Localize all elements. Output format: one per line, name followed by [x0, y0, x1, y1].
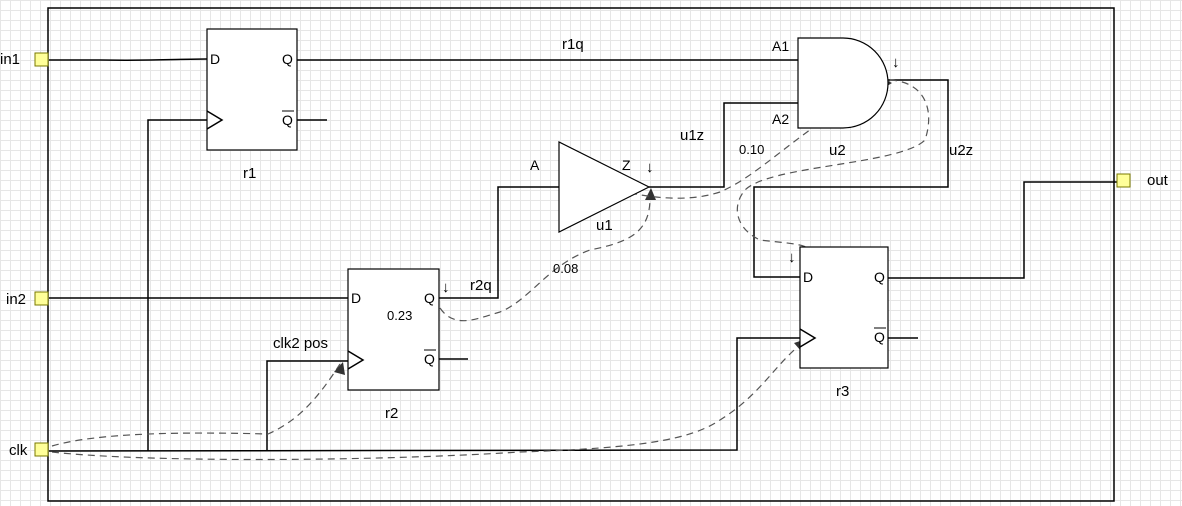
net-label-u2z: u2z: [949, 142, 973, 159]
timing-path-r2q-u1: [439, 197, 651, 322]
r3-q-pin-label: Q: [874, 269, 885, 285]
down-arrow-icon: ↓: [442, 279, 450, 296]
r1-clock-triangle: [206, 110, 224, 130]
u1-z-pin-label: Z: [622, 157, 631, 173]
timing-paths: [51, 77, 930, 461]
wire-clk-r1: [147, 119, 207, 451]
u2-a1-pin-label: A1: [772, 38, 789, 54]
u1-a-pin-label: A: [530, 157, 540, 173]
wire-out: [888, 181, 1117, 279]
delay-label-r2: 0.23: [387, 308, 412, 323]
u2-instance-label: u2: [829, 142, 846, 159]
r2-clock-triangle: [347, 350, 365, 370]
port-out-label: out: [1147, 172, 1169, 189]
r1-instance-label: r1: [243, 165, 256, 182]
module-boundary: [47, 7, 1115, 502]
and-gate-u2[interactable]: A1 A2 u2: [772, 37, 889, 159]
u1-body: [558, 141, 651, 233]
port-out[interactable]: [1116, 173, 1131, 188]
port-clk[interactable]: [34, 442, 49, 457]
io-ports: in1 in2 clk out: [0, 51, 1169, 459]
wire-clk-r2: [266, 360, 348, 451]
delay-label-u2: 0.10: [739, 142, 764, 157]
wire-u1z: [649, 102, 798, 188]
wire-r2q: [439, 186, 559, 299]
r2-body: [347, 268, 440, 391]
net-labels: r1q r2q u1z u2z clk2 pos: [273, 36, 973, 352]
transition-markers: ↓ ↓ ↓ ↓: [442, 54, 900, 296]
down-arrow-icon: ↓: [892, 54, 900, 71]
net-label-u1z: u1z: [680, 127, 704, 144]
r1-q-pin-label: Q: [282, 51, 293, 67]
port-in1-label: in1: [0, 51, 20, 68]
r1-body: [206, 28, 298, 151]
flipflop-r1[interactable]: D Q Q r1: [206, 28, 298, 182]
arrowhead: [645, 188, 656, 200]
port-clk-label: clk: [9, 442, 28, 459]
r3-d-pin-label: D: [803, 269, 813, 285]
u2-body: [797, 37, 889, 129]
u2-a2-pin-label: A2: [772, 111, 789, 127]
r3-clock-triangle: [799, 328, 817, 348]
down-arrow-icon: ↓: [788, 249, 796, 266]
port-in1[interactable]: [34, 52, 49, 67]
wire-u2z: [753, 79, 949, 278]
r2-instance-label: r2: [385, 405, 398, 422]
r3-qn-pin-label: Q: [874, 329, 885, 345]
r3-body: [799, 246, 889, 369]
r2-d-pin-label: D: [351, 290, 361, 306]
port-in2[interactable]: [34, 291, 49, 306]
timing-path-clk-r2: [51, 363, 341, 447]
r1-qn-pin-label: Q: [282, 112, 293, 128]
wire-clk-r3: [48, 337, 800, 452]
net-label-r1q: r1q: [562, 36, 584, 53]
arrowhead: [334, 362, 345, 375]
net-label-r2q: r2q: [470, 277, 492, 294]
wire-in1: [49, 58, 208, 62]
buffer-u1[interactable]: A Z u1: [530, 141, 651, 234]
r2-qn-pin-label: Q: [424, 351, 435, 367]
r2-q-pin-label: Q: [424, 290, 435, 306]
down-arrow-icon: ↓: [646, 159, 654, 176]
port-in2-label: in2: [6, 291, 26, 308]
net-label-clk2-pos: clk2 pos: [273, 335, 328, 352]
flipflop-r3[interactable]: D Q Q r3: [799, 246, 889, 400]
flipflop-r2[interactable]: D Q Q r2: [347, 268, 440, 422]
u1-instance-label: u1: [596, 217, 613, 234]
timing-path-u2-r3: [736, 79, 930, 271]
delay-label-u1: 0.08: [553, 261, 578, 276]
r3-instance-label: r3: [836, 383, 849, 400]
delay-labels: 0.23 0.08 0.10: [387, 142, 764, 323]
r1-d-pin-label: D: [210, 51, 220, 67]
wires: [48, 58, 1117, 452]
